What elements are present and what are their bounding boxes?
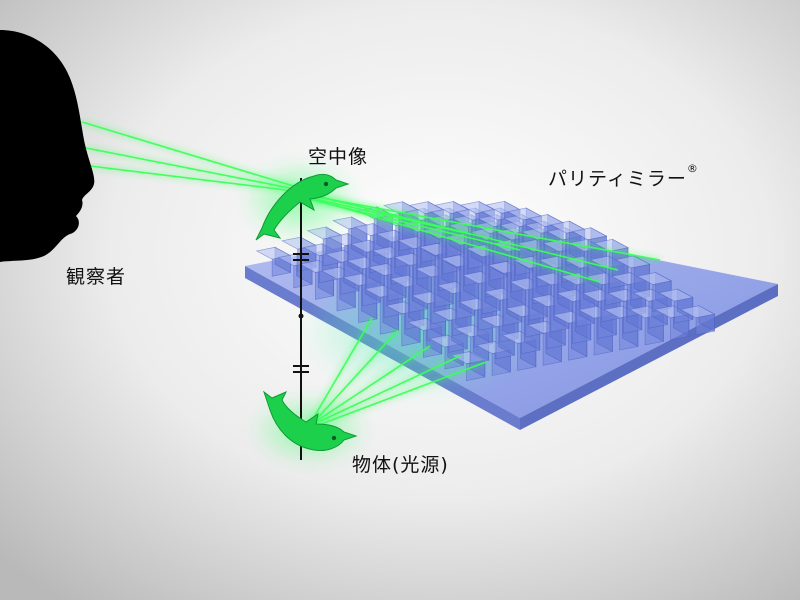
object-label: 物体(光源) bbox=[352, 454, 449, 476]
aerial-image-label: 空中像 bbox=[308, 146, 369, 168]
parity-mirror-name: パリティミラー bbox=[548, 168, 687, 190]
mirror-pillar bbox=[636, 271, 673, 312]
aerial-image-dolphin bbox=[255, 173, 350, 241]
object-dolphin bbox=[263, 390, 358, 451]
axis-midpoint bbox=[298, 313, 304, 319]
parity-mirror-label: パリティミラー® bbox=[548, 162, 699, 191]
symmetry-axis bbox=[293, 178, 309, 460]
registered-mark: ® bbox=[686, 162, 699, 175]
mirror-pillar bbox=[679, 305, 716, 336]
light-ray bbox=[299, 193, 661, 261]
observer-label: 観察者 bbox=[66, 266, 127, 288]
observer-silhouette bbox=[0, 30, 95, 262]
